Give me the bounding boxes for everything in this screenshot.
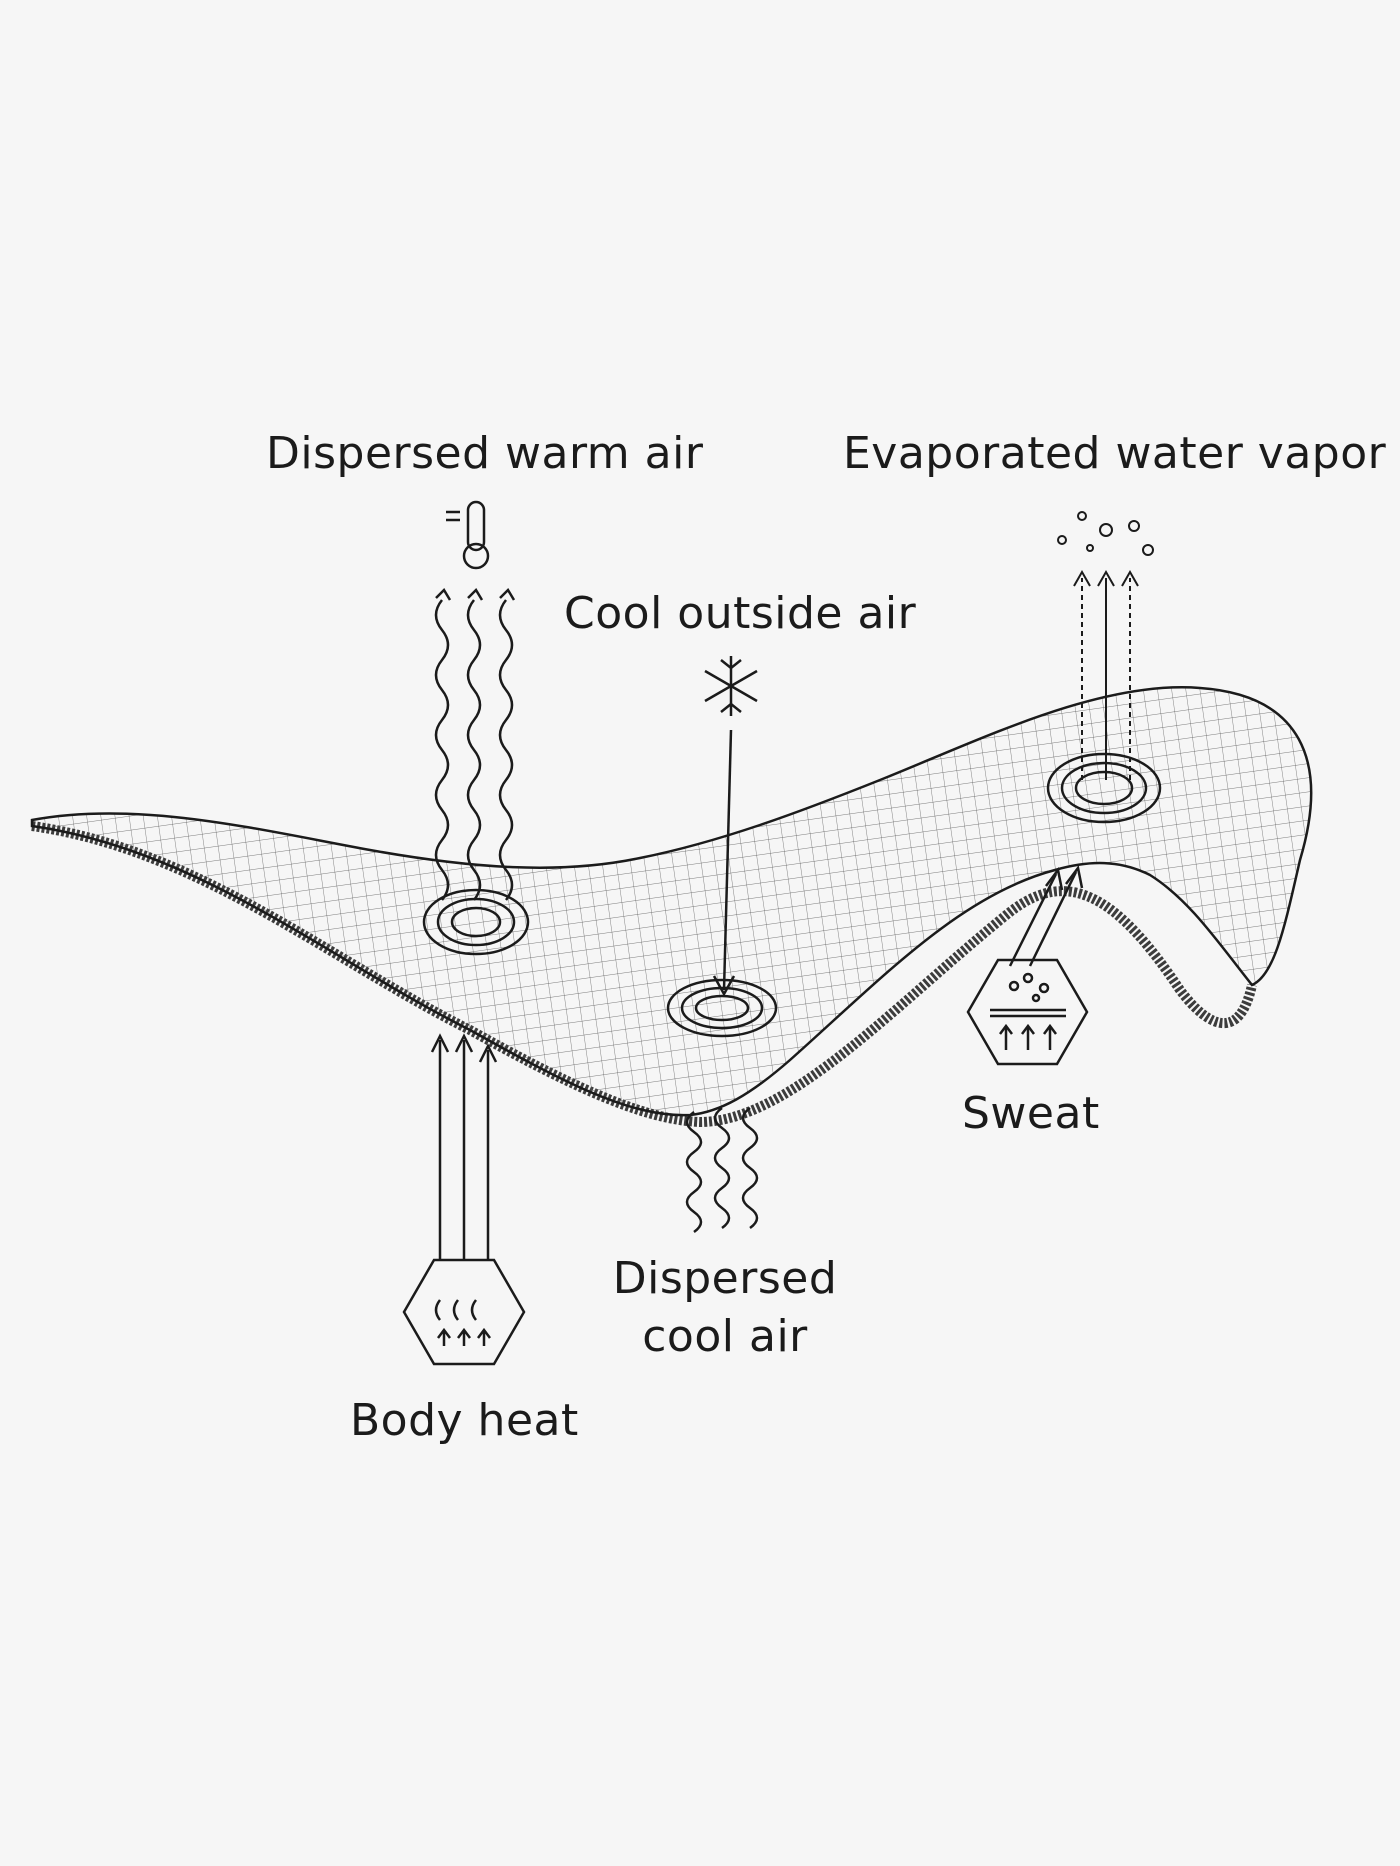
vapor-bubbles-icon xyxy=(1057,511,1154,556)
thermometer-icon xyxy=(446,500,490,570)
evaporated-water-vapor-label: Evaporated water vapor xyxy=(843,428,1387,479)
cool-air-rings xyxy=(666,978,778,1038)
dispersed-cool-air-waves xyxy=(685,1106,759,1234)
sweat-arrows xyxy=(1008,865,1084,967)
warm-air-waves xyxy=(434,587,516,901)
fabric-surface xyxy=(30,686,1313,1117)
warm-air-rings xyxy=(422,888,530,956)
body-heat-label: Body heat xyxy=(350,1395,579,1446)
cool-outside-air-label: Cool outside air xyxy=(564,588,917,639)
body-heat-arrows xyxy=(430,1033,498,1260)
dispersed-cool-air-line1: Dispersed xyxy=(612,1253,838,1304)
cool-air-arrow xyxy=(712,729,736,997)
sweat-label: Sweat xyxy=(962,1088,1100,1139)
dispersed-cool-air-line2: cool air xyxy=(642,1311,808,1362)
sweat-hexagon-icon xyxy=(966,958,1089,1066)
vapor-rings xyxy=(1046,752,1162,824)
body-heat-hexagon-icon xyxy=(402,1258,526,1366)
snowflake-icon xyxy=(704,656,758,716)
vapor-arrows xyxy=(1073,569,1139,780)
fabric-edge xyxy=(31,821,1257,1128)
dispersed-cool-air-label: Dispersed cool air xyxy=(600,1250,850,1366)
dispersed-warm-air-label: Dispersed warm air xyxy=(266,428,704,479)
